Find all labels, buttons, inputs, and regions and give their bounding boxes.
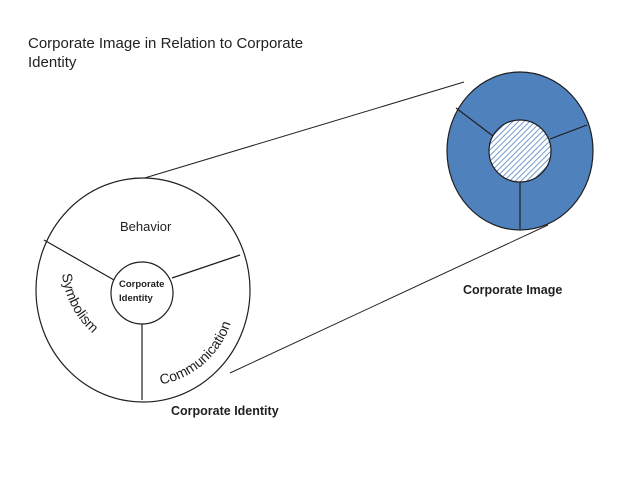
image-core-hatched (488, 119, 552, 183)
identity-core-label-line1: Corporate (119, 279, 164, 290)
caption-corporate-identity: Corporate Identity (171, 404, 279, 418)
identity-divider-left (43, 239, 115, 281)
caption-corporate-image: Corporate Image (463, 283, 563, 297)
identity-core-label-line2: Identity (119, 293, 153, 304)
identity-core (110, 261, 174, 325)
diagram-title: Corporate Image in Relation to Corporate… (28, 35, 304, 71)
identity-divider-right (171, 254, 241, 279)
connector-line-top (127, 81, 465, 184)
corporate-image-circle (446, 71, 594, 231)
image-divider-right (549, 124, 588, 140)
image-divider-left (455, 107, 494, 137)
connector-line-bottom (229, 224, 549, 374)
corporate-identity-circle: Corporate Identity Behavior Symbolism Co… (35, 177, 251, 403)
segment-label-behavior: Behavior (120, 219, 172, 234)
